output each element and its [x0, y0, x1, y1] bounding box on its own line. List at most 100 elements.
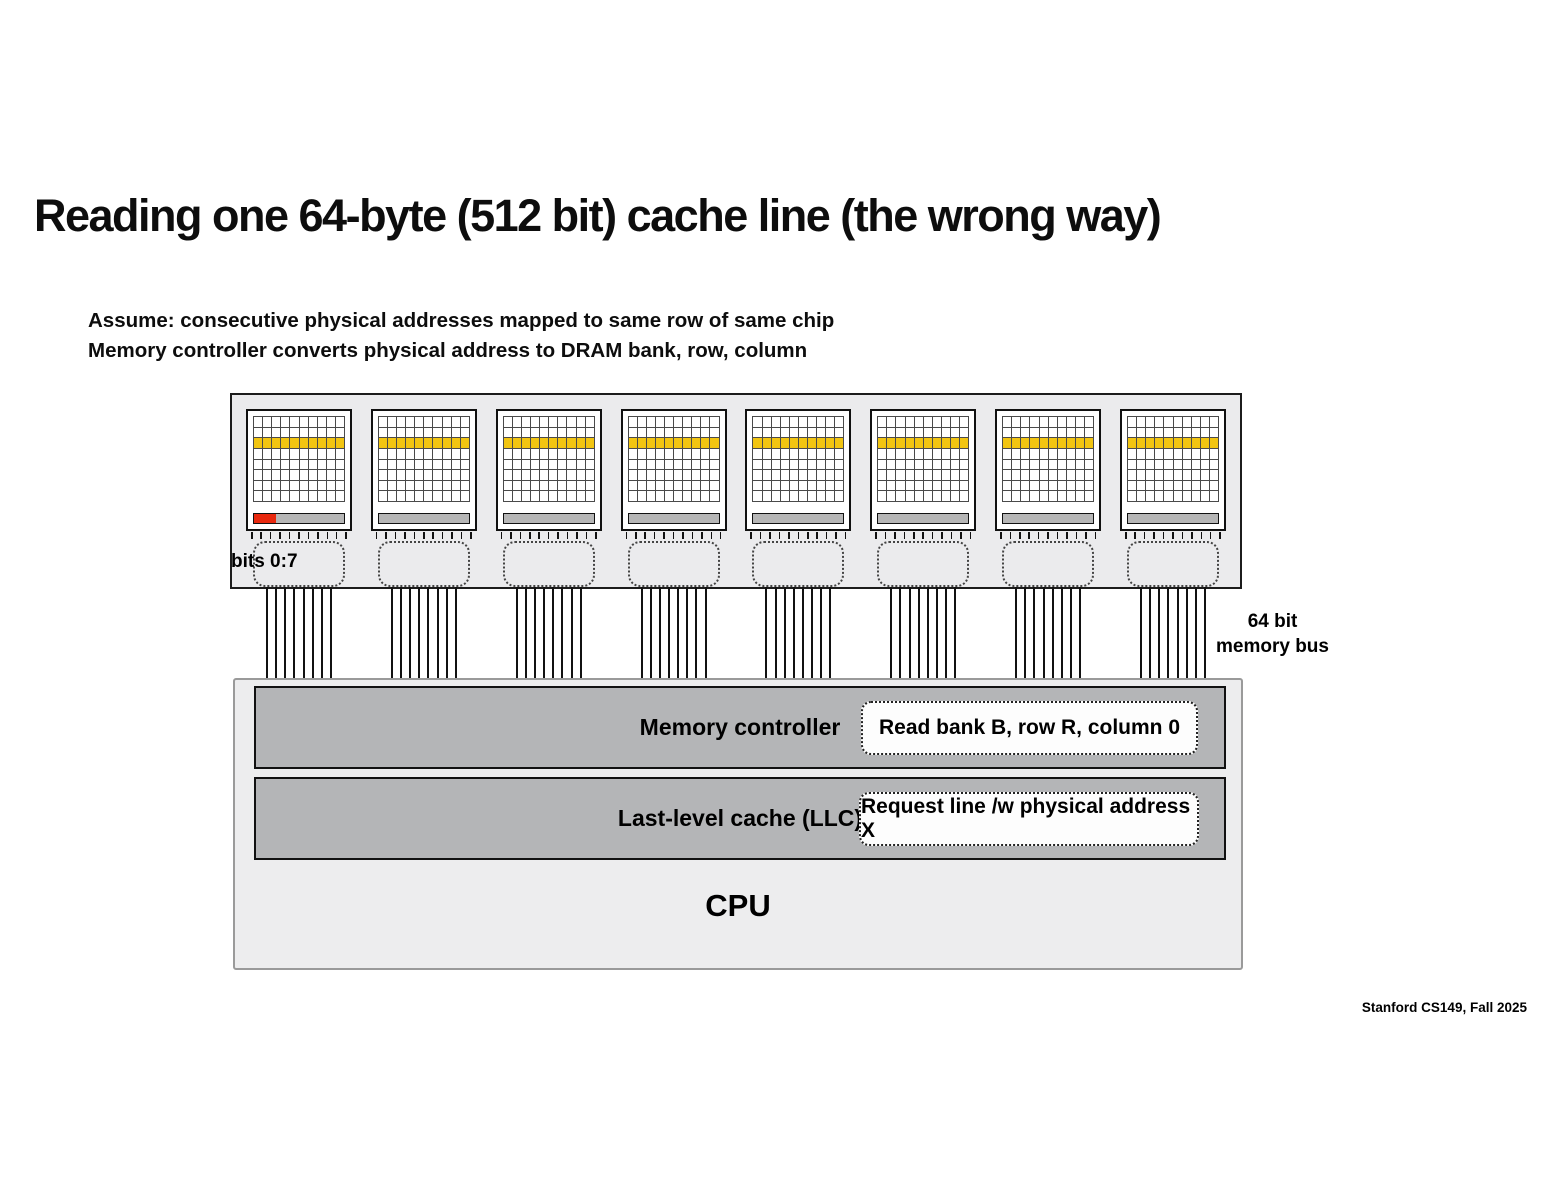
dram-cell [628, 417, 637, 427]
dram-cell [540, 448, 549, 459]
bus-line [820, 583, 823, 683]
row-buffer [877, 513, 970, 524]
dram-cell [878, 470, 887, 480]
dram-cell [576, 459, 585, 470]
dram-cell [701, 448, 710, 459]
dram-cell [406, 491, 415, 501]
dram-cell-grid [377, 416, 470, 502]
bus-lines [390, 583, 457, 683]
dram-cell [540, 470, 549, 480]
dram-cell [387, 448, 397, 459]
dram-cell [646, 470, 655, 480]
active-row-cell [887, 438, 896, 448]
pin-icon [1125, 532, 1127, 539]
dram-cell [683, 470, 692, 480]
dram-cell [1173, 480, 1182, 491]
active-row-cell [780, 438, 789, 448]
dram-cell [1128, 427, 1137, 438]
pin-connector [253, 541, 345, 587]
dram-cell [299, 459, 308, 470]
bus-line [1033, 583, 1036, 683]
dram-cell [1057, 480, 1066, 491]
dram-cell [326, 470, 335, 480]
dram-cell [628, 480, 637, 491]
active-row-cell [1155, 438, 1164, 448]
dram-cell [433, 491, 442, 501]
dram-cell [335, 448, 344, 459]
memory-bus-label: 64 bit memory bus [1205, 609, 1340, 659]
pin-icon [307, 532, 310, 539]
dram-cell [655, 427, 664, 438]
pin-icon [663, 532, 665, 539]
dram-cell [789, 480, 798, 491]
dram-cell [415, 427, 424, 438]
dram-cell [762, 448, 771, 459]
dram-cell [878, 480, 887, 491]
dram-cell [549, 491, 558, 501]
dram-cell [558, 459, 567, 470]
active-row-cell [1057, 438, 1066, 448]
dram-cell [701, 470, 710, 480]
active-row-cell [817, 438, 826, 448]
bus-line [329, 583, 332, 683]
pin-icon [1153, 532, 1155, 539]
dram-cell [406, 417, 415, 427]
dram-cell [960, 427, 969, 438]
bus-line [418, 583, 421, 683]
dram-cell [655, 459, 664, 470]
dram-cell [780, 480, 789, 491]
chip-pins [251, 532, 347, 539]
dram-cell [512, 470, 521, 480]
dram-cell [1039, 459, 1048, 470]
pin-icon [404, 532, 406, 539]
pin-icon [903, 532, 906, 539]
dram-cell [317, 417, 326, 427]
dram-cell [567, 448, 576, 459]
dram-cell [1075, 480, 1085, 491]
pin-icon [326, 532, 328, 539]
dram-cell [1191, 448, 1200, 459]
dram-cell [558, 480, 567, 491]
dram-cell [281, 480, 290, 491]
pin-icon [913, 532, 915, 539]
dram-cell [335, 427, 344, 438]
active-row-cell [914, 438, 923, 448]
dram-cell [442, 417, 451, 427]
dram-cell [585, 448, 594, 459]
dram-cell [406, 470, 415, 480]
dram-cell [397, 480, 406, 491]
bus-line [640, 583, 643, 683]
dram-cell [1155, 448, 1164, 459]
active-row-cell [415, 438, 424, 448]
dram-cell [326, 459, 335, 470]
dram-cell [637, 459, 646, 470]
active-row-cell [1146, 438, 1155, 448]
dram-cell [914, 459, 923, 470]
active-row-cell [540, 438, 549, 448]
dram-cell [1182, 459, 1191, 470]
dram-cell [1173, 417, 1182, 427]
pin-icon [432, 532, 434, 539]
dram-cell [576, 491, 585, 501]
dram-cell [299, 470, 308, 480]
pin-icon [931, 532, 934, 539]
assumption-line-1: Assume: consecutive physical addresses m… [88, 309, 835, 332]
bus-line [1079, 583, 1082, 683]
dram-cell [521, 491, 530, 501]
dram-cell [878, 448, 887, 459]
pin-icon [279, 532, 281, 539]
dram-cell [317, 491, 326, 501]
dram-cell [549, 417, 558, 427]
pin-icon [519, 532, 522, 539]
active-row-cell [406, 438, 415, 448]
bus-line [390, 583, 393, 683]
dram-cell [299, 417, 308, 427]
dram-cell [692, 459, 701, 470]
bus-line [436, 583, 439, 683]
dram-cell [540, 459, 549, 470]
dram-cell [415, 480, 424, 491]
dram-cell [1155, 417, 1164, 427]
dram-cell [567, 459, 576, 470]
memory-controller-callout: Read bank B, row R, column 0 [861, 700, 1198, 755]
dram-cell [932, 417, 941, 427]
